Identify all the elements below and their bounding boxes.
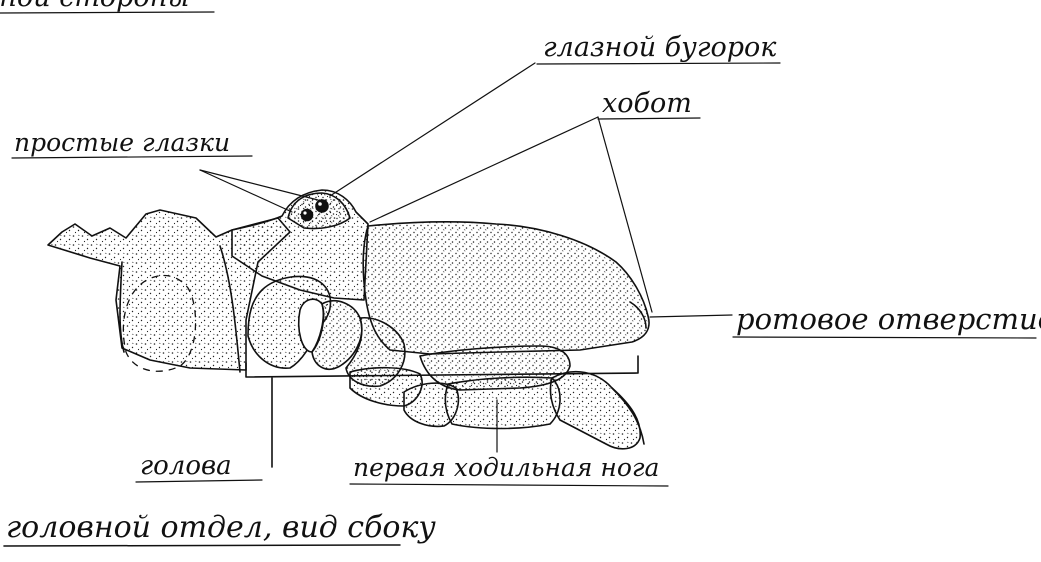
eye-right <box>316 200 328 212</box>
leg-segment-4 <box>445 377 560 428</box>
underline-caption <box>4 545 400 546</box>
label-head: голова <box>140 451 232 481</box>
leader-simple-eyes-2 <box>200 170 318 200</box>
caption: головной отдел, вид сбоку <box>6 510 436 545</box>
label-proboscis: хобот <box>602 88 692 119</box>
leader-mouth <box>650 315 732 317</box>
eye-left <box>302 210 313 221</box>
label-eye-tubercle: глазной бугорок <box>543 32 777 63</box>
leader-simple-eyes-1 <box>200 170 292 212</box>
leader-eye-tubercle <box>330 63 535 196</box>
underline-eye-tubercle <box>537 63 780 64</box>
label-top-fragment: лной стороны <box>0 0 190 13</box>
leader-proboscis-1 <box>370 117 598 222</box>
label-simple-eyes: простые глазки <box>14 128 230 157</box>
label-mouth-opening: ротовое отверстие <box>736 302 1041 336</box>
label-first-walking-leg: первая ходильная нога <box>353 453 659 482</box>
leg-segment-5 <box>550 372 640 449</box>
proboscis <box>363 222 649 354</box>
underline-first-leg <box>350 484 668 486</box>
underline-mouth <box>733 337 1036 338</box>
